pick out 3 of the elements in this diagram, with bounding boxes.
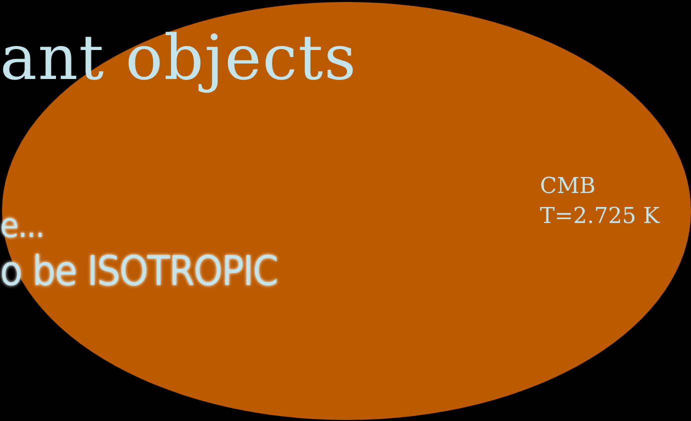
body-text: o be ISOTROPIC bbox=[0, 248, 278, 295]
slide-title: ant objects bbox=[0, 20, 357, 96]
node-label: CMB T=2.725 K bbox=[540, 173, 661, 231]
